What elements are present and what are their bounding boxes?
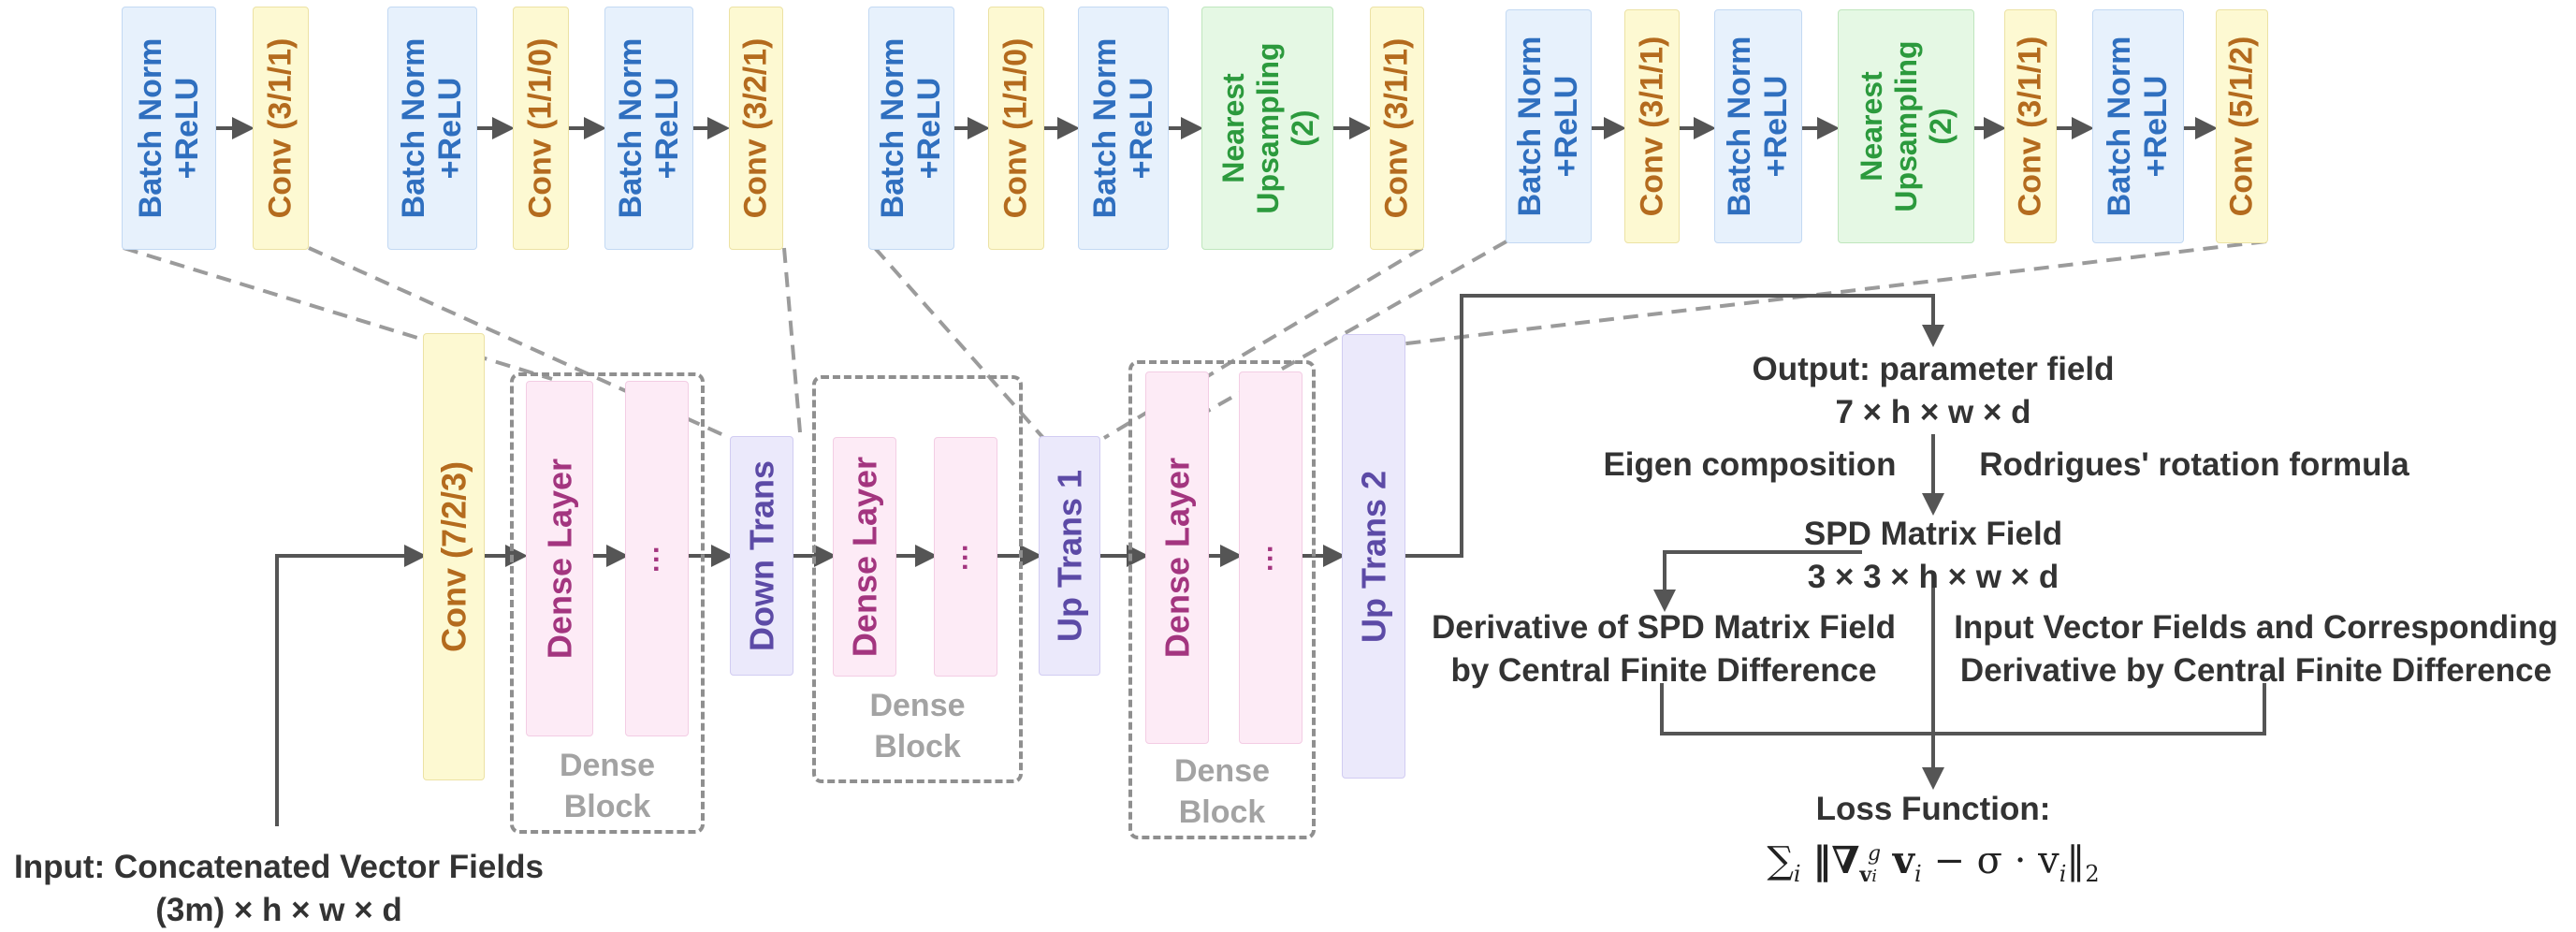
eigen-composition-label: Eigen composition (1603, 446, 1897, 483)
seq4-conv-label-1: Conv (3/1/1) (1633, 36, 1669, 217)
seq3-batchnorm-label-2: Batch Norm +ReLU (1086, 37, 1159, 219)
up-trans-2: Up Trans 2 (1342, 334, 1405, 779)
dense-block-2-ellipsis: ··· (949, 543, 981, 571)
loss-formula-nabla-sup: g (1867, 841, 1882, 866)
down-trans-label: Down Trans (742, 459, 781, 652)
loss-formula: ∑i ‖∇vig vi − σ · vi‖2 (1746, 839, 2120, 887)
dense-block-3-label: Dense Block (1173, 753, 1271, 830)
seq3-batchnorm-relu-2: Batch Norm +ReLU (1078, 7, 1169, 250)
loss-formula-nabla-sub: vi (1859, 863, 1877, 887)
seq3-batchnorm-label-1: Batch Norm +ReLU (874, 37, 947, 219)
loss-formula-nabla-sub-i: i (1871, 866, 1877, 886)
dense-block-1-label: Dense Block (559, 748, 656, 824)
seq4-upsampling-label: Nearest Upsampling (2) (1854, 40, 1957, 212)
loss-formula-nabla-sub-v: v (1859, 863, 1872, 887)
seq1-batchnorm-label: Batch Norm +ReLU (132, 37, 205, 219)
up-trans-1-label: Up Trans 1 (1050, 469, 1089, 643)
seq4-conv-2: Conv (3/1/1) (2004, 9, 2057, 243)
seq1-conv: Conv (3/1/1) (253, 7, 309, 250)
seq3-upsampling-label: Nearest Upsampling (2) (1215, 42, 1318, 214)
input-vector-fields-label: Input Vector Fields and Corresponding De… (1943, 606, 2569, 692)
seq4-batchnorm-label-2: Batch Norm +ReLU (1721, 36, 1794, 217)
loss-formula-v-sub: i (1914, 861, 1922, 887)
loss-formula-sum: ∑ (1767, 839, 1794, 882)
dense-block-1-ellipsis-layer: ··· (625, 381, 689, 736)
seq4-batchnorm-label-3: Batch Norm +ReLU (2101, 36, 2174, 217)
seq2-conv-2: Conv (3/2/1) (729, 7, 783, 250)
seq2-conv-label-1: Conv (1/1/0) (522, 37, 559, 219)
seq3-nearest-upsampling: Nearest Upsampling (2) (1201, 7, 1333, 250)
seq3-conv-1: Conv (1/1/0) (988, 7, 1044, 250)
seq4-conv-3: Conv (5/1/2) (2216, 9, 2268, 243)
seq2-conv-1: Conv (1/1/0) (513, 7, 569, 250)
loss-formula-norm-sub: 2 (2085, 861, 2100, 887)
main-arrows (275, 294, 1944, 826)
dense-block-2-ellipsis-layer: ··· (934, 437, 997, 677)
dense-block-3-frame (1128, 360, 1316, 839)
dense-block-2-dense-layer: Dense Layer (833, 437, 896, 677)
input-label-line2: (3m) × h × w × d (155, 892, 402, 928)
seq3-batchnorm-relu-1: Batch Norm +ReLU (868, 7, 954, 250)
seq4-conv-label-2: Conv (3/1/1) (2012, 36, 2048, 217)
dense-block-1-ellipsis: ··· (640, 545, 672, 573)
seq2-batchnorm-label-2: Batch Norm +ReLU (612, 37, 685, 219)
seq2-conv-label-2: Conv (3/2/1) (737, 37, 774, 219)
seq4-batchnorm-relu-2: Batch Norm +ReLU (1714, 9, 1802, 243)
derivative-line2: by Central Finite Difference (1450, 652, 1877, 689)
seq3-conv-label-2: Conv (3/1/1) (1378, 37, 1415, 219)
input-label-line1: Input: Concatenated Vector Fields (14, 849, 544, 885)
dense-block-3-ellipsis-layer: ··· (1239, 371, 1303, 744)
output-label-line2: 7 × h × w × d (1835, 394, 2031, 430)
loss-formula-v: v (1892, 838, 1915, 882)
dense-block-3-dense-layer: Dense Layer (1145, 371, 1209, 744)
up-trans-1: Up Trans 1 (1039, 436, 1100, 676)
dense-block-1-frame (510, 372, 705, 834)
output-label: Output: parameter field 7 × h × w × d (1718, 348, 2148, 434)
dense-block-3-dense-layer-label: Dense Layer (1157, 457, 1197, 659)
derivative-line1: Derivative of SPD Matrix Field (1432, 609, 1896, 646)
rodrigues-formula-label: Rodrigues' rotation formula (1979, 446, 2409, 483)
spd-field-label: SPD Matrix Field 3 × 3 × h × w × d (1755, 513, 2111, 599)
seq1-conv-label: Conv (3/1/1) (262, 37, 298, 219)
seq2-batchnorm-relu-1: Batch Norm +ReLU (387, 7, 477, 250)
input-vectors-line2: Derivative by Central Finite Difference (1959, 652, 2553, 689)
output-label-line1: Output: parameter field (1752, 351, 2115, 387)
main-conv-input: Conv (7/2/3) (423, 333, 485, 780)
seq4-batchnorm-relu-1: Batch Norm +ReLU (1506, 9, 1592, 243)
dense-block-1-dense-layer-label: Dense Layer (540, 458, 579, 660)
seq4-conv-1: Conv (3/1/1) (1624, 9, 1680, 243)
seq4-batchnorm-label-1: Batch Norm +ReLU (1511, 36, 1584, 217)
loss-formula-norm-close: ‖ (2066, 839, 2086, 882)
spd-field-line1: SPD Matrix Field (1803, 516, 2063, 552)
input-vectors-line1: Input Vector Fields and Corresponding (1954, 609, 2558, 646)
up-trans-2-label: Up Trans 2 (1354, 470, 1393, 643)
seq2-batchnorm-label-1: Batch Norm +ReLU (395, 37, 468, 219)
dense-block-2-dense-layer-label: Dense Layer (845, 456, 884, 658)
dense-block-1-dense-layer: Dense Layer (526, 381, 593, 736)
loss-formula-sum-index: i (1793, 861, 1801, 887)
loss-formula-minus-sub: i (2059, 861, 2067, 887)
seq4-conv-label-3: Conv (5/1/2) (2223, 36, 2260, 217)
dense-block-2-label: Dense Block (869, 688, 966, 765)
loss-formula-nabla: ‖∇ (1812, 838, 1860, 882)
dense-block-3-ellipsis: ··· (1254, 544, 1286, 572)
dense-block-2-frame (812, 375, 1023, 783)
seq1-batchnorm-relu: Batch Norm +ReLU (122, 7, 216, 250)
seq2-batchnorm-relu-2: Batch Norm +ReLU (604, 7, 693, 250)
input-label: Input: Concatenated Vector Fields (3m) ×… (0, 846, 558, 932)
right-arrows (1653, 434, 2266, 790)
derivative-label: Derivative of SPD Matrix Field by Centra… (1411, 606, 1916, 692)
seq4-batchnorm-relu-3: Batch Norm +ReLU (2092, 9, 2184, 243)
seq3-conv-2: Conv (3/1/1) (1370, 7, 1424, 250)
spd-field-line2: 3 × 3 × h × w × d (1807, 559, 2059, 595)
loss-function-title: Loss Function: (1815, 791, 2051, 827)
seq3-conv-label-1: Conv (1/1/0) (997, 37, 1034, 219)
seq4-nearest-upsampling: Nearest Upsampling (2) (1838, 9, 1974, 243)
loss-formula-minus-term: − σ · v (1933, 839, 2059, 882)
down-trans: Down Trans (730, 436, 793, 676)
main-conv-label: Conv (7/2/3) (434, 460, 473, 653)
